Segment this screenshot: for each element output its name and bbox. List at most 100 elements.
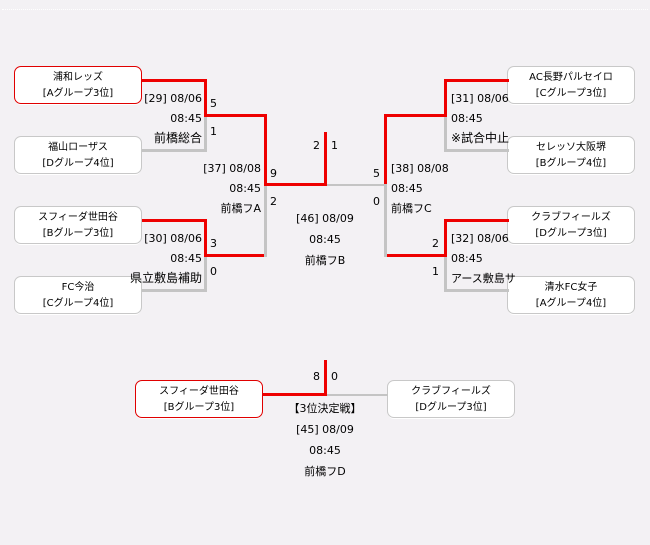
team-box-fields[interactable]: クラブフィールズ [Dグループ3位] (507, 206, 635, 244)
match-38-venue: 前橋フC (391, 202, 432, 215)
match-31-number: [31] 08/06 (451, 92, 509, 105)
match-38-time: 08:45 (391, 182, 423, 195)
top-dotted-divider (2, 9, 648, 10)
team-group: [Cグループ3位] (535, 88, 607, 99)
team-box-imabari[interactable]: FC今治 [Cグループ4位] (14, 276, 142, 314)
team-box-urawa[interactable]: 浦和レッズ [Aグループ3位] (14, 66, 142, 104)
team-box-sfida[interactable]: スフィーダ世田谷 [Bグループ3位] (14, 206, 142, 244)
match-32-number: [32] 08/06 (451, 232, 509, 245)
match-38-score-top: 5 (373, 167, 380, 180)
match-37-venue: 前橋フA (220, 202, 261, 215)
bracket-line-win (384, 114, 447, 117)
match-32-score-top: 2 (432, 237, 439, 250)
match-37-time: 08:45 (229, 182, 261, 195)
team-name: 浦和レッズ (53, 72, 103, 83)
bracket-line-win (444, 79, 447, 116)
team-name: AC長野パルセイロ (529, 72, 613, 83)
third-score-right: 0 (331, 370, 338, 383)
bracket-line-win (264, 183, 326, 186)
bracket-line-win (264, 114, 267, 186)
team-group: [Bグループ3位] (163, 402, 235, 413)
team-group: [Dグループ3位] (535, 228, 607, 239)
team-group: [Bグループ3位] (42, 228, 114, 239)
final-score-right: 1 (331, 139, 338, 152)
match-46-number: [46] 08/09 (296, 212, 354, 225)
bracket-line-win (204, 254, 267, 257)
team-name: 福山ローザス (48, 142, 108, 153)
match-31-time: 08:45 (451, 112, 483, 125)
team-group: [Aグループ3位] (42, 88, 114, 99)
bracket-line-lose (326, 184, 387, 186)
bracket-line-win (142, 219, 207, 222)
match-30-number: [30] 08/06 (144, 232, 202, 245)
team-box-shimizu[interactable]: 清水FC女子 [Aグループ4位] (507, 276, 635, 314)
match-29-time: 08:45 (170, 112, 202, 125)
team-box-cerezo[interactable]: セレッソ大阪堺 [Bグループ4位] (507, 136, 635, 174)
match-32-time: 08:45 (451, 252, 483, 265)
team-name: スフィーダ世田谷 (159, 386, 239, 397)
match-37-number: [37] 08/08 (203, 162, 261, 175)
team-box-sfida-3rd[interactable]: スフィーダ世田谷 [Bグループ3位] (135, 380, 263, 418)
match-29-venue: 前橋総合 (153, 131, 202, 145)
match-29-score-top: 5 (210, 97, 217, 110)
bracket-line-lose (326, 394, 388, 396)
team-group: [Cグループ4位] (42, 298, 114, 309)
bracket-line-win (384, 254, 447, 257)
bracket-line-lose (142, 289, 207, 292)
match-38-score-bottom: 0 (373, 195, 380, 208)
champion-line (324, 132, 327, 186)
team-group: [Dグループ3位] (415, 402, 487, 413)
team-name: セレッソ大阪堺 (536, 142, 606, 153)
match-29-score-bottom: 1 (210, 125, 217, 138)
match-45-time: 08:45 (309, 444, 341, 457)
team-name: FC今治 (61, 282, 95, 293)
bracket-line-lose (264, 186, 267, 257)
match-32-venue: アース敷島サ (451, 272, 516, 285)
bracket-line-lose (204, 116, 207, 152)
match-46-venue: 前橋フB (304, 254, 346, 267)
match-29-number: [29] 08/06 (144, 92, 202, 105)
bracket-line-lose (444, 256, 447, 292)
match-45-number: [45] 08/09 (296, 423, 354, 436)
bracket-line-win (263, 393, 326, 396)
bracket-line-win (204, 219, 207, 256)
bracket-line-lose (444, 289, 509, 292)
team-name: 清水FC女子 (544, 282, 598, 293)
bracket-line-lose (384, 186, 387, 257)
bracket-line-win (204, 114, 267, 117)
third-score-left: 8 (313, 370, 320, 383)
bracket-line-win (204, 79, 207, 116)
match-30-score-bottom: 0 (210, 265, 217, 278)
bracket-line-lose (444, 149, 509, 152)
team-group: [Aグループ4位] (535, 298, 607, 309)
team-box-fields-3rd[interactable]: クラブフィールズ [Dグループ3位] (387, 380, 515, 418)
bracket-line-win (445, 219, 509, 222)
team-name: クラブフィールズ (531, 212, 611, 223)
third-place-line (324, 360, 327, 396)
bracket-line-win (142, 79, 207, 82)
team-name: クラブフィールズ (411, 386, 491, 397)
match-38-number: [38] 08/08 (391, 162, 449, 175)
bracket-line-lose (204, 256, 207, 292)
team-group: [Dグループ4位] (42, 158, 114, 169)
match-30-time: 08:45 (170, 252, 202, 265)
team-group: [Bグループ4位] (535, 158, 607, 169)
match-45-venue: 前橋フD (304, 465, 346, 478)
match-31-status: ※試合中止 (451, 131, 510, 145)
team-name: スフィーダ世田谷 (38, 212, 118, 223)
third-place-title: 【3位決定戦】 (288, 402, 362, 415)
match-37-score-top: 9 (270, 167, 277, 180)
match-32-score-bottom: 1 (432, 265, 439, 278)
match-46-time: 08:45 (309, 233, 341, 246)
bracket-line-lose (444, 116, 447, 152)
bracket-line-lose (142, 149, 207, 152)
bracket-line-win (445, 79, 509, 82)
bracket-line-win (444, 219, 447, 256)
match-30-score-top: 3 (210, 237, 217, 250)
match-37-score-bottom: 2 (270, 195, 277, 208)
final-score-left: 2 (313, 139, 320, 152)
team-box-nagano[interactable]: AC長野パルセイロ [Cグループ3位] (507, 66, 635, 104)
bracket-line-win (384, 114, 387, 186)
match-30-venue: 県立敷島補助 (129, 271, 202, 285)
team-box-fukuyama[interactable]: 福山ローザス [Dグループ4位] (14, 136, 142, 174)
